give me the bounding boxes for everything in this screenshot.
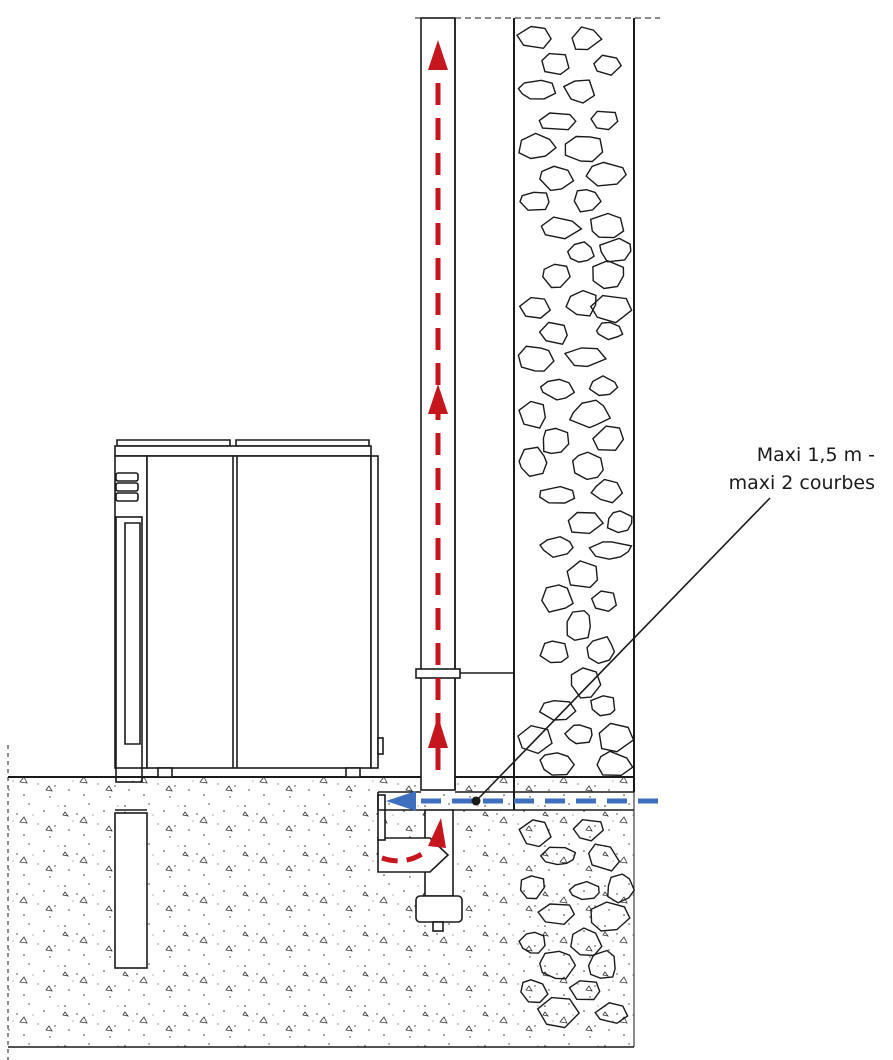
stone-shape bbox=[588, 541, 633, 560]
smoke-arrow-bottom bbox=[428, 716, 448, 748]
stone-shape bbox=[519, 875, 545, 900]
stone-shape bbox=[519, 191, 550, 211]
stone-shape bbox=[568, 980, 601, 1001]
stone-shape bbox=[595, 321, 624, 341]
stone-shape bbox=[518, 446, 548, 478]
stone-shape bbox=[539, 752, 576, 776]
stone-shape bbox=[539, 846, 577, 866]
stone-shape bbox=[539, 640, 569, 664]
stone-shape bbox=[593, 54, 623, 76]
stone-shape bbox=[596, 750, 634, 777]
stone-shape bbox=[566, 241, 595, 263]
stone-shape bbox=[586, 635, 616, 665]
stone-shape bbox=[588, 375, 619, 397]
stone-shape bbox=[542, 427, 570, 455]
stone-shape bbox=[594, 1002, 629, 1025]
stone-shape bbox=[587, 843, 621, 872]
stone-shape bbox=[585, 161, 627, 187]
smoke-arrow-middle bbox=[428, 384, 448, 414]
stone-shape bbox=[590, 110, 619, 131]
smoke-flow bbox=[381, 40, 448, 864]
stone-shape bbox=[568, 399, 612, 429]
stone-shape bbox=[541, 584, 574, 613]
smoke-arrow-elbow bbox=[428, 818, 446, 848]
stone-shape bbox=[564, 135, 604, 163]
stone-shape bbox=[536, 996, 581, 1029]
air-flow bbox=[386, 791, 658, 811]
stone-shape bbox=[571, 26, 603, 51]
stone-shape bbox=[570, 927, 603, 957]
stone-shape bbox=[607, 873, 636, 904]
stone-shape bbox=[572, 818, 605, 842]
smoke-arrow-top bbox=[428, 40, 448, 70]
stone-shape bbox=[590, 901, 631, 932]
stone-shape bbox=[517, 724, 553, 755]
stone-shape bbox=[562, 79, 596, 104]
air-arrow bbox=[386, 791, 416, 811]
stone-shape bbox=[563, 724, 593, 745]
stone-shape bbox=[590, 695, 616, 717]
stone-shape bbox=[518, 296, 552, 319]
stone-shape bbox=[539, 165, 575, 192]
stone-shape bbox=[540, 216, 583, 240]
stone-shape bbox=[589, 212, 625, 239]
stone-shape bbox=[518, 819, 552, 848]
stone-shape bbox=[592, 259, 625, 290]
stone-shape bbox=[538, 112, 577, 131]
stone-shape bbox=[517, 345, 555, 372]
stone-shape bbox=[518, 931, 546, 954]
stone-shape bbox=[590, 590, 618, 613]
stone-shape bbox=[592, 425, 625, 452]
annotation-leader bbox=[471, 497, 771, 806]
stone-wall bbox=[513, 18, 636, 1029]
stone-shape bbox=[539, 535, 574, 559]
stone-shape bbox=[538, 485, 576, 504]
pellet-stove bbox=[114, 439, 386, 969]
stone-shape bbox=[568, 880, 600, 901]
stone-shape bbox=[565, 289, 597, 317]
stone-shape bbox=[538, 699, 577, 721]
stone-shape bbox=[520, 979, 549, 1004]
annotation-line-1: Maxi 1,5 m - bbox=[756, 444, 875, 466]
stone-shape bbox=[606, 510, 633, 534]
stone-shape bbox=[589, 294, 633, 324]
stone-shape bbox=[570, 667, 602, 699]
stone-shape bbox=[566, 560, 599, 589]
stone-shape bbox=[542, 263, 571, 289]
stone-shape bbox=[587, 949, 616, 979]
stone-shape bbox=[517, 79, 557, 100]
stone-shape bbox=[518, 132, 557, 160]
stone-shape bbox=[573, 188, 602, 213]
stone-shape bbox=[518, 400, 547, 429]
stone-shape bbox=[598, 237, 632, 263]
stone-shape bbox=[590, 478, 624, 504]
stone-shape bbox=[537, 903, 576, 926]
stone-shape bbox=[567, 511, 605, 535]
annotation-line-2: maxi 2 courbes bbox=[728, 472, 875, 494]
stone-shape bbox=[541, 52, 570, 76]
stone-shape bbox=[566, 609, 592, 642]
stone-shape bbox=[563, 347, 608, 368]
stone-shape bbox=[538, 321, 568, 345]
stone-shape bbox=[539, 950, 577, 980]
stone-shape bbox=[516, 25, 552, 50]
stone-shape bbox=[539, 378, 576, 401]
stone-shape bbox=[598, 722, 635, 753]
stone-shape bbox=[571, 451, 604, 481]
